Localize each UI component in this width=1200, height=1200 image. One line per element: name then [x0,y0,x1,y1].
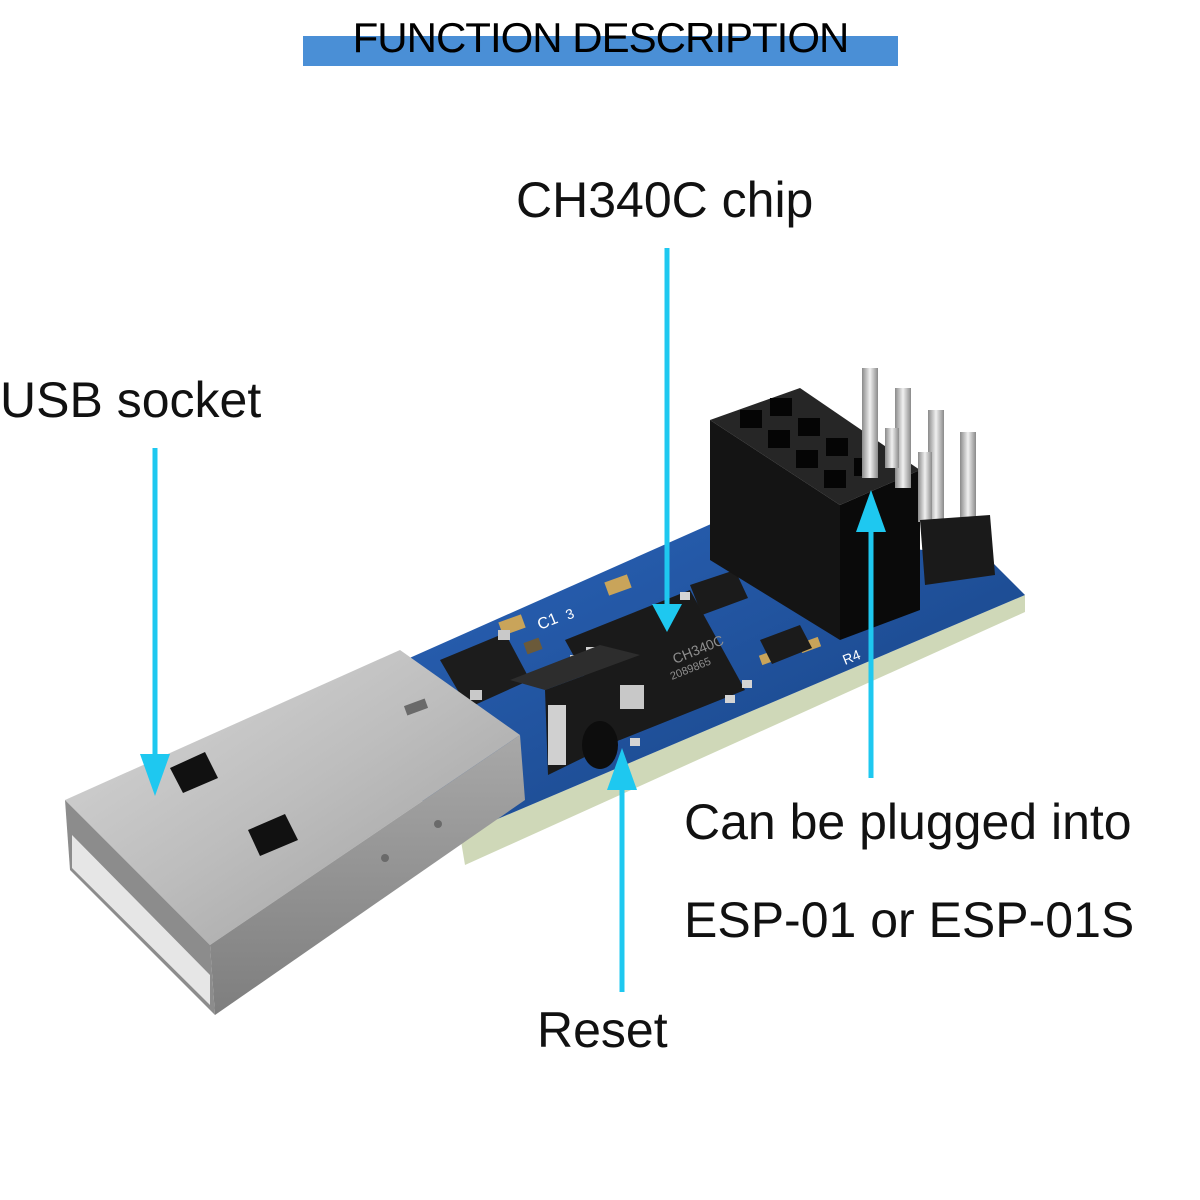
usb-plug [65,650,525,1015]
reset-arrow [607,748,637,992]
chip-arrow [652,248,682,632]
transistor-2 [760,625,812,664]
chip-label: CH340C chip [516,172,814,228]
usb-arrow [140,448,170,796]
silkscreen-r4: R4 [840,646,863,668]
plug-label-line1: Can be plugged into [684,794,1132,850]
transistor-1 [690,570,748,615]
header-arrow [856,490,886,778]
reset-label: Reset [537,1002,668,1058]
plug-label-line2: ESP-01 or ESP-01S [684,892,1135,948]
silkscreen-c1: C1 [535,610,560,633]
usb-socket-label: USB socket [0,372,262,428]
page-title: FUNCTION DESCRIPTION [352,14,850,61]
male-pin-header [862,368,995,585]
reset-button [510,645,644,775]
title-highlight-bar [303,36,898,66]
arrows [140,248,886,992]
